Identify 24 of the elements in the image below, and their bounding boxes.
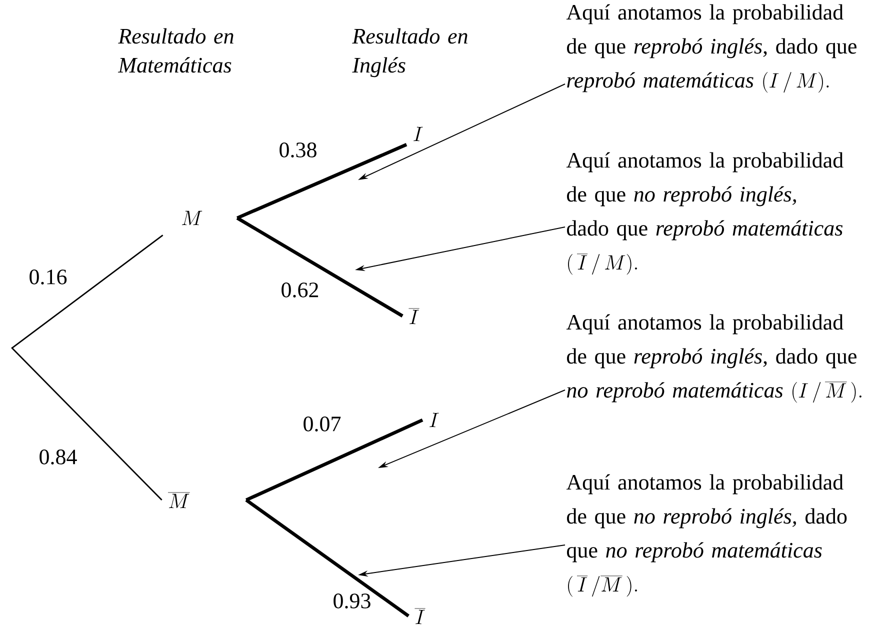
outcome-label: $\overline{M}$ [168, 492, 190, 508]
probability-label: 0.93 [332, 592, 372, 610]
tree-branch [236, 216, 404, 318]
annotation-text: Aquí anotamos la probabilidad de que reprobó inglés, dado que reprobó matemáticas $(I\,/\,M).$ [566, 4, 856, 93]
annotation-text: Aquí anotamos la probabilidad de que reprobó inglés, dado que no reprobó matemáticas $(I\,/\,\overline{M}\,).$ [566, 314, 862, 403]
column-heading: Resultado en Inglés [352, 28, 468, 78]
probability-label: 0.16 [28, 268, 68, 286]
outcome-label: $I$ [430, 412, 439, 428]
column-heading: Resultado en Matemáticas [118, 28, 234, 73]
outcome-label: $M$ [182, 210, 202, 226]
probability-label: 0.62 [280, 282, 320, 298]
annotation-text: Aquí anotamos la probabilidad de que no reprobó inglés, dado que reprobó matemáticas $(\,\overline{I}\,/\,M).$ [566, 152, 844, 275]
probability-label: 0.38 [278, 142, 318, 158]
outcome-label: $\overline{I}$ [414, 608, 426, 624]
tree-branch [246, 418, 424, 502]
tree-branch [245, 498, 410, 618]
annotation-text: Aquí anotamos la probabilidad de que no reprobó inglés, dado que no reprobó matemáticas $(\,\overline{I}\,/\overline{M}\,).$ [566, 474, 847, 597]
probability-label: 0.07 [302, 416, 342, 432]
outcome-label: $I$ [414, 126, 423, 142]
tree-branch [12, 348, 162, 500]
tree-branch [12, 234, 164, 349]
outcome-label: $\overline{I}$ [408, 308, 420, 324]
tree-branch [236, 143, 408, 220]
probability-label: 0.84 [38, 448, 78, 466]
